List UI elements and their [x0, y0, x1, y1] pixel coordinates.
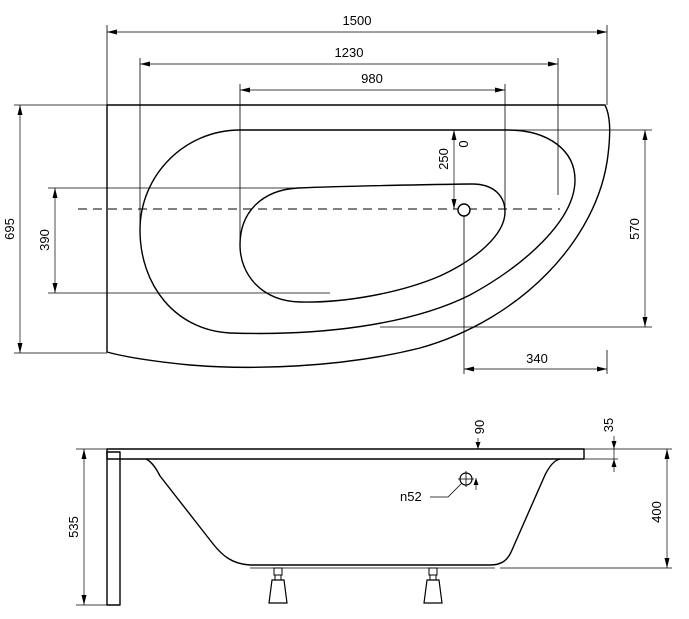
top-view: 0 1500 1230 980: [2, 13, 652, 374]
drain-circle: [457, 203, 471, 217]
dim-arrow: [140, 61, 150, 67]
dim-arrow: [107, 29, 117, 35]
dim-label-695: 695: [2, 218, 17, 240]
dim-label-340: 340: [526, 351, 548, 366]
dim-arrow: [17, 105, 23, 115]
dim-arrow: [451, 130, 457, 140]
dim-label-1230: 1230: [335, 45, 364, 60]
dim-arrow: [548, 61, 558, 67]
dim-arrow: [52, 283, 58, 293]
support-foot-right: [423, 567, 443, 604]
dim-arrow: [611, 459, 617, 467]
overflow-leader: [430, 482, 463, 498]
dim-arrow: [611, 441, 617, 449]
dim-arrow: [475, 442, 481, 449]
dim-label-400: 400: [649, 501, 664, 523]
dim-arrow: [642, 130, 648, 140]
top-view-rim-outline: [106, 104, 611, 369]
dim-arrow: [81, 595, 87, 605]
dim-arrow: [464, 366, 474, 372]
outer-basin-outline: [139, 129, 576, 335]
dim-label-90: 90: [472, 420, 487, 434]
dim-arrow: [473, 478, 479, 485]
dim-label-390: 390: [37, 229, 52, 251]
dim-arrow: [52, 188, 58, 198]
dim-arrow: [597, 29, 607, 35]
side-view-rim: [106, 448, 585, 460]
dim-arrow: [597, 366, 607, 372]
overflow-label: n52: [400, 489, 422, 504]
dim-label-570: 570: [627, 218, 642, 240]
front-panel: [106, 451, 121, 606]
dim-arrow: [495, 87, 505, 93]
dim-label-980: 980: [361, 71, 383, 86]
dim-arrow: [451, 199, 457, 209]
dim-arrow: [642, 317, 648, 327]
dim-label-250: 250: [436, 148, 451, 170]
dim-label-35: 35: [601, 418, 616, 432]
tub-body-outline: [145, 458, 561, 566]
support-foot-left: [268, 567, 288, 604]
dim-label-1500: 1500: [343, 13, 372, 28]
dim-arrow: [664, 558, 670, 568]
dim-arrow: [240, 87, 250, 93]
dim-arrow: [17, 343, 23, 353]
dim-arrow: [81, 449, 87, 459]
dim-label-535: 535: [66, 516, 81, 538]
drain-mark-label: 0: [456, 140, 471, 147]
inner-basin-outline: [239, 183, 506, 303]
dim-arrow: [664, 449, 670, 459]
side-view: n52 535 400 35 90: [66, 418, 672, 606]
